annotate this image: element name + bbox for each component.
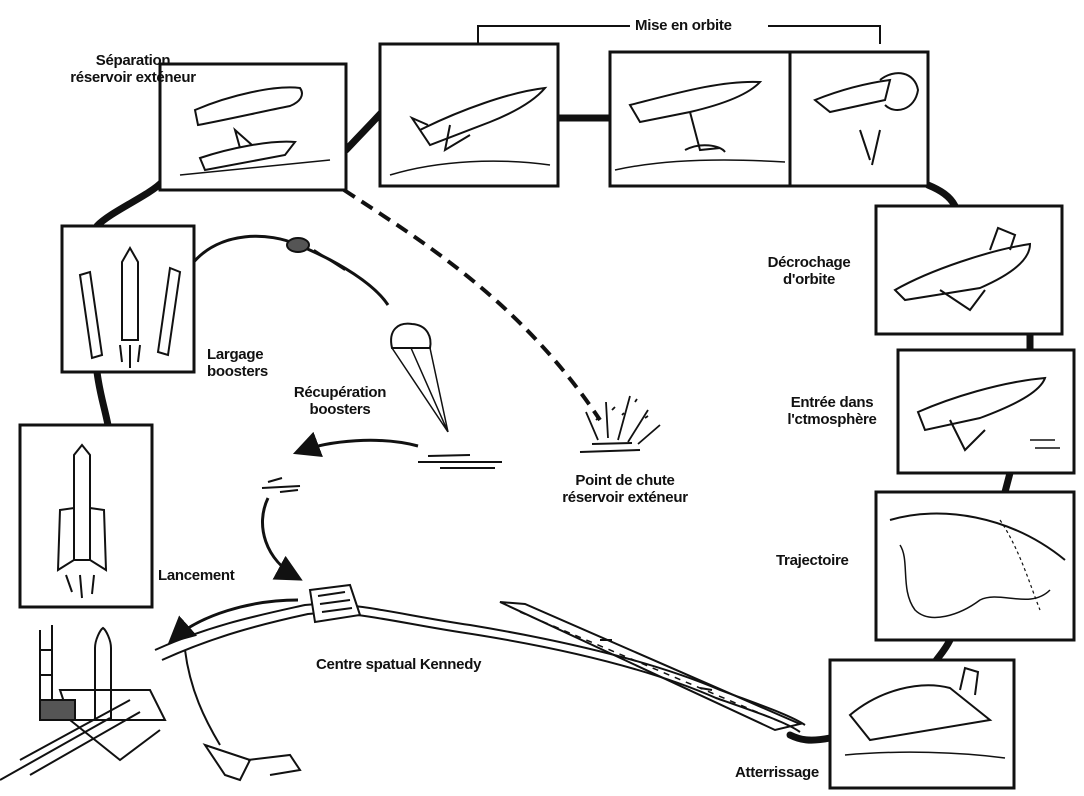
panel-orbite-3 <box>790 52 928 186</box>
label-largage-line2: boosters <box>207 363 268 380</box>
label-entree-line2: l'ctmosphère <box>770 411 894 428</box>
label-atterrissage: Atterrissage <box>735 764 819 781</box>
label-decrochage-line1: Décrochage <box>745 254 873 271</box>
label-decrochage-line2: d'orbite <box>745 271 873 288</box>
label-recuperation: Récupération boosters <box>285 384 395 418</box>
label-centre-spatial: Centre spatual Kennedy <box>316 656 481 673</box>
label-separation: Séparation réservoir exténeur <box>66 52 200 86</box>
label-decrochage: Décrochage d'orbite <box>745 254 873 288</box>
label-separation-line1: Séparation <box>66 52 200 69</box>
panel-decrochage <box>876 206 1062 334</box>
panel-entree <box>898 350 1074 473</box>
panel-lancement <box>20 425 152 607</box>
label-mise-en-orbite: Mise en orbite <box>635 17 732 34</box>
label-largage: Largage boosters <box>207 346 268 380</box>
panel-atterrissage <box>830 660 1014 788</box>
panel-orbite-1 <box>380 44 558 186</box>
label-trajectoire: Trajectoire <box>776 552 849 569</box>
label-largage-line1: Largage <box>207 346 268 363</box>
label-recuperation-line1: Récupération <box>285 384 395 401</box>
splash-icon <box>586 396 660 444</box>
kennedy-complex-map <box>155 585 805 780</box>
launch-pad-icon <box>0 625 165 780</box>
label-recuperation-line2: boosters <box>285 401 395 418</box>
label-lancement: Lancement <box>158 567 235 584</box>
label-point-de-chute: Point de chute réservoir exténeur <box>540 472 710 506</box>
label-point-de-chute-line2: réservoir exténeur <box>540 489 710 506</box>
panel-largage-boosters <box>62 226 194 372</box>
label-point-de-chute-line1: Point de chute <box>540 472 710 489</box>
label-entree-line1: Entrée dans <box>770 394 894 411</box>
panel-orbite-2 <box>610 52 790 186</box>
label-entree: Entrée dans l'ctmosphère <box>770 394 894 428</box>
panel-trajectoire <box>876 492 1074 640</box>
label-separation-line2: réservoir exténeur <box>66 69 200 86</box>
